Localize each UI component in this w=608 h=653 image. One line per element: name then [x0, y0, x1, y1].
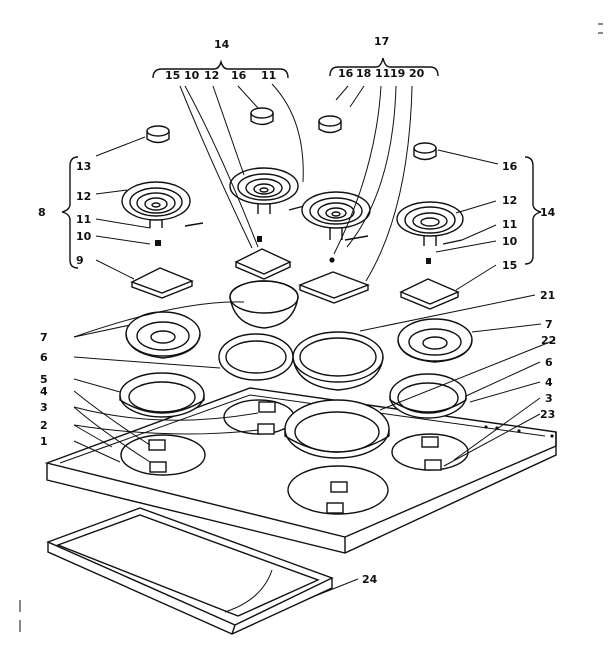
- callout-18: 18: [356, 67, 371, 80]
- callout-10b: 10: [76, 230, 92, 243]
- bracket-right: [399, 278, 460, 310]
- trim-ring-big-center: [284, 399, 390, 459]
- callout-16a: 16: [231, 69, 247, 82]
- cap-16a: [250, 107, 274, 126]
- cap-16b: [318, 115, 342, 134]
- braces: [61, 57, 542, 269]
- callout-23: 23: [540, 408, 555, 421]
- drip-pan-big-21: [292, 331, 384, 391]
- coil-right: [396, 201, 464, 246]
- drip-tray: [46, 507, 334, 635]
- callout-6a: 6: [40, 351, 48, 364]
- bowl-center: [229, 280, 299, 329]
- scan-marks: [19, 23, 603, 632]
- callout-13: 13: [76, 160, 91, 173]
- callout-14-right: 14: [540, 206, 556, 219]
- callout-6b: 6: [545, 356, 553, 369]
- callout-24: 24: [362, 573, 378, 586]
- callout-12c: 12: [502, 194, 517, 207]
- callout-3a: 3: [40, 401, 48, 414]
- callout-10a: 10: [184, 69, 200, 82]
- coil-2: [229, 167, 305, 214]
- cap-13: [146, 125, 170, 144]
- callout-16c: 16: [502, 160, 518, 173]
- callout-4a: 4: [40, 385, 48, 398]
- trim-ring-big-left-6: [218, 333, 294, 381]
- callout-10c: 10: [502, 235, 518, 248]
- callout-11c: 11: [76, 213, 91, 226]
- callout-11a: 11: [261, 69, 276, 82]
- trim-ring-right-6: [389, 373, 467, 419]
- callout-labels: 14 17 15 10 12 16 11 16 18 11 19 20 13 1…: [38, 35, 556, 586]
- bracket-left-9: [130, 267, 194, 299]
- callout-16b: 16: [338, 67, 354, 80]
- terminal-connectors: [155, 236, 431, 264]
- callout-17-top: 17: [374, 35, 389, 48]
- callout-5: 5: [40, 373, 48, 386]
- callout-15: 15: [165, 69, 180, 82]
- callout-3b: 3: [545, 392, 553, 405]
- leader-lines: [73, 83, 556, 599]
- drip-pan-left-7: [125, 311, 201, 359]
- coil-3: [301, 191, 371, 241]
- callout-1: 1: [40, 435, 48, 448]
- callout-11b: 11: [375, 67, 390, 80]
- drip-pan-right-7: [397, 318, 473, 363]
- bracket-3: [298, 271, 370, 304]
- callout-8: 8: [38, 206, 46, 219]
- callout-9: 9: [76, 254, 84, 267]
- coil-left: [121, 181, 204, 228]
- callout-7b: 7: [545, 318, 553, 331]
- callout-4b: 4: [545, 376, 553, 389]
- callout-15b: 15: [502, 259, 517, 272]
- callout-21: 21: [540, 289, 555, 302]
- callout-22: 22: [541, 334, 556, 347]
- callout-20: 20: [409, 67, 425, 80]
- callout-12b: 12: [76, 190, 91, 203]
- callout-2: 2: [40, 419, 48, 432]
- callout-11d: 11: [502, 218, 517, 231]
- cap-16c: [413, 142, 437, 161]
- callout-14-top: 14: [214, 38, 230, 51]
- callout-19: 19: [390, 67, 405, 80]
- bracket-2: [234, 248, 292, 280]
- cooktop-main-top: [44, 387, 557, 554]
- trim-ring-left-5: [119, 372, 205, 418]
- callout-12a: 12: [204, 69, 219, 82]
- callout-7a: 7: [40, 331, 48, 344]
